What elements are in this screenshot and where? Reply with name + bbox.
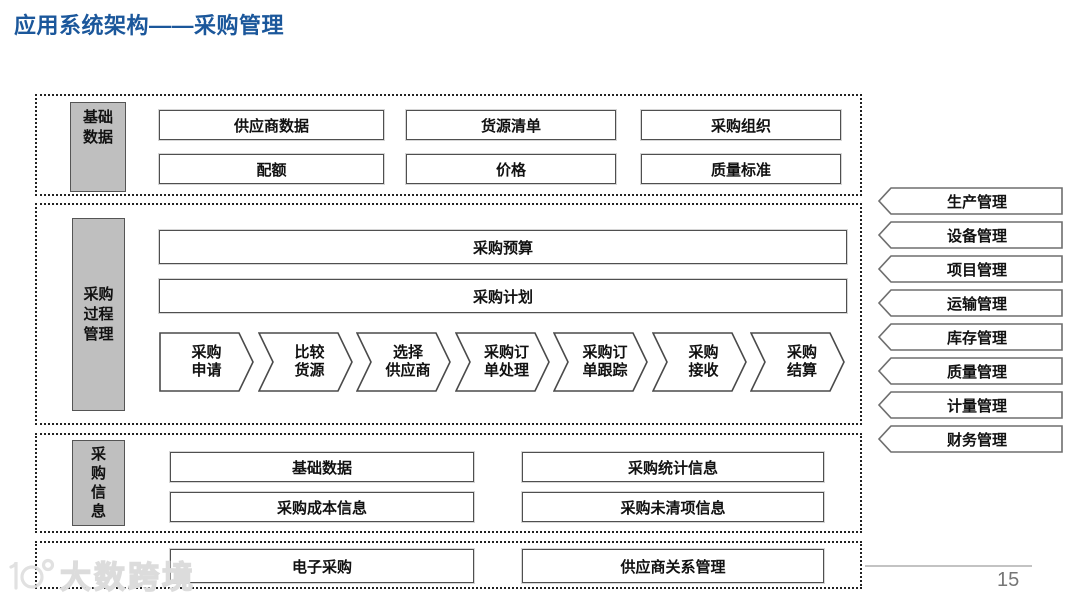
- flow-step-settlement: 采购 结算: [750, 332, 845, 392]
- box-supplier-relationship: 供应商关系管理: [522, 549, 824, 583]
- module-label: 运输管理: [946, 295, 1007, 313]
- box-purchase-budget: 采购预算: [159, 230, 847, 264]
- flow-step-text: 选择 供应商: [356, 332, 451, 392]
- chevron-shape: [454, 332, 550, 392]
- module-label: 计量管理: [946, 397, 1007, 415]
- page-number: 15: [997, 569, 1020, 591]
- flow-step-line: 结算: [786, 362, 817, 379]
- chevron-shape: [553, 332, 648, 392]
- footer-divider: [865, 565, 1032, 567]
- basic-data-label-line: 基础: [82, 109, 113, 126]
- left-arrow-shape: [878, 323, 1063, 351]
- flow-step-purchase-request: 采购 申请: [159, 332, 254, 392]
- left-arrow-shape: [878, 357, 1063, 385]
- module-label: 库存管理: [946, 329, 1007, 347]
- module-production-mgmt: 生产管理: [878, 187, 1063, 215]
- flow-step-text: 采购 结算: [750, 332, 845, 392]
- process-label-line: 管理: [83, 325, 114, 343]
- left-arrow-shape: [878, 425, 1063, 453]
- flow-step-text: 比较 货源: [258, 332, 353, 392]
- info-label-line: 信: [90, 484, 106, 501]
- flow-step-line: 采购: [191, 344, 222, 361]
- module-metering-mgmt: 计量管理: [878, 391, 1063, 419]
- flow-step-po-tracking: 采购订 单跟踪: [553, 332, 648, 392]
- module-project-mgmt: 项目管理: [878, 255, 1063, 283]
- flow-step-line: 单跟踪: [582, 362, 628, 379]
- basic-data-label-line: 数据: [82, 129, 113, 146]
- left-arrow-shape: [878, 289, 1063, 317]
- info-label-line: 采: [90, 446, 106, 463]
- box-e-procurement: 电子采购: [170, 549, 474, 583]
- process-label-line: 过程: [83, 305, 114, 323]
- module-label: 财务管理: [946, 431, 1007, 449]
- module-inventory-mgmt: 库存管理: [878, 323, 1063, 351]
- flow-step-line: 采购: [688, 344, 719, 361]
- chevron-shape: [750, 332, 845, 392]
- flow-step-text: 采购 接收: [652, 332, 747, 392]
- box-basic-data-info: 基础数据: [170, 452, 474, 482]
- left-arrow-shape: [878, 187, 1063, 215]
- flow-step-compare-sources: 比较 货源: [257, 332, 353, 392]
- box-purchase-cost-info: 采购成本信息: [170, 492, 474, 522]
- box-source-list: 货源清单: [406, 110, 616, 140]
- module-label: 设备管理: [946, 227, 1007, 245]
- info-label-line: 购: [90, 465, 106, 482]
- flow-step-line: 采购: [786, 344, 817, 361]
- section-process: 采购 过程 管理 采购预算 采购计划 采购 申请 比较 货源 选择 供应商: [35, 203, 862, 425]
- section-info: 采 购 信 息 基础数据 采购统计信息 采购成本信息 采购未清项信息: [35, 433, 862, 533]
- info-label: 采 购 信 息: [72, 440, 125, 526]
- flow-step-line: 申请: [191, 362, 222, 379]
- section-basic-data: 基础 数据 供应商数据 货源清单 采购组织 配额 价格 质量标准: [35, 94, 862, 196]
- flow-step-line: 供应商: [385, 362, 431, 379]
- flow-step-line: 单处理: [483, 362, 529, 379]
- box-supplier-data: 供应商数据: [159, 110, 384, 140]
- module-finance-mgmt: 财务管理: [878, 425, 1063, 453]
- flow-step-line: 货源: [294, 362, 325, 379]
- box-purchase-plan: 采购计划: [159, 279, 847, 313]
- flow-step-text: 采购订 单处理: [455, 332, 550, 392]
- flow-step-line: 比较: [294, 344, 325, 361]
- basic-data-label: 基础 数据: [70, 102, 126, 192]
- flow-step-select-supplier: 选择 供应商: [356, 332, 451, 392]
- flow-step-po-processing: 采购订 单处理: [454, 332, 550, 392]
- flow-step-line: 采购订: [582, 344, 628, 361]
- left-arrow-shape: [878, 391, 1063, 419]
- module-label: 质量管理: [946, 363, 1007, 381]
- process-label-line: 采购: [83, 285, 114, 303]
- flow-step-text: 采购订 单跟踪: [553, 332, 648, 392]
- flow-step-line: 接收: [688, 362, 719, 379]
- module-label: 项目管理: [946, 261, 1007, 279]
- chevron-shape: [356, 332, 451, 392]
- info-label-line: 息: [90, 503, 106, 520]
- box-quality-standard: 质量标准: [641, 154, 841, 184]
- module-quality-mgmt: 质量管理: [878, 357, 1063, 385]
- box-purchase-statistics: 采购统计信息: [522, 452, 824, 482]
- chevron-shape: [159, 332, 254, 392]
- box-quota: 配额: [159, 154, 384, 184]
- box-open-items-info: 采购未清项信息: [522, 492, 824, 522]
- flow-step-receiving: 采购 接收: [651, 332, 747, 392]
- process-label: 采购 过程 管理: [72, 218, 125, 411]
- box-purchase-org: 采购组织: [641, 110, 841, 140]
- flow-step-line: 选择: [392, 344, 423, 361]
- chevron-shape: [257, 332, 353, 392]
- left-arrow-shape: [878, 221, 1063, 249]
- chevron-shape: [651, 332, 747, 392]
- flow-step-line: 采购订: [483, 344, 529, 361]
- page-title: 应用系统架构——采购管理: [14, 13, 285, 38]
- left-arrow-shape: [878, 255, 1063, 283]
- module-transport-mgmt: 运输管理: [878, 289, 1063, 317]
- flow-step-text: 采购 申请: [159, 332, 254, 392]
- module-label: 生产管理: [946, 193, 1007, 211]
- module-equipment-mgmt: 设备管理: [878, 221, 1063, 249]
- section-bottom: 电子采购 供应商关系管理: [35, 541, 862, 589]
- box-price: 价格: [406, 154, 616, 184]
